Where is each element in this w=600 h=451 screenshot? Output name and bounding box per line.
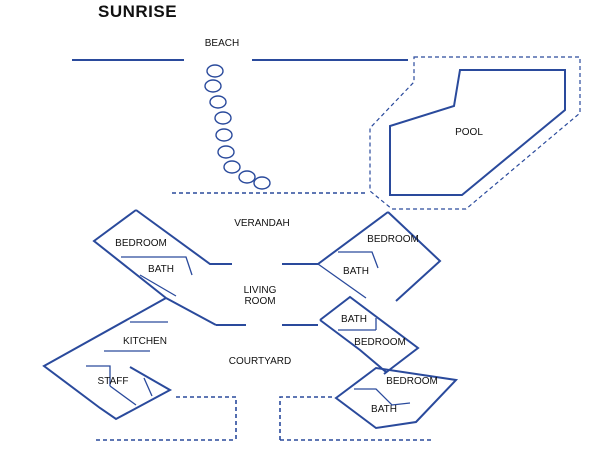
stepping-stone xyxy=(215,128,233,142)
stepping-stone xyxy=(217,145,235,159)
stepping-stone xyxy=(204,79,222,93)
bath-e-label: BATH xyxy=(341,314,367,325)
bedroom-nw-label: BEDROOM xyxy=(115,238,167,249)
kitchen-staff-walls xyxy=(86,321,168,406)
pool-label: POOL xyxy=(455,127,483,138)
w-wing-walls xyxy=(42,297,217,421)
stepping-stones xyxy=(204,64,271,190)
nw-wing-walls xyxy=(92,209,232,299)
living-room-label-line2: ROOM xyxy=(244,296,275,307)
living-room-label-line1: LIVING xyxy=(244,285,277,296)
bath-ne-label: BATH xyxy=(343,266,369,277)
kitchen-label: KITCHEN xyxy=(123,336,167,347)
beach-label: BEACH xyxy=(205,38,239,49)
stepping-stone xyxy=(214,111,232,125)
pool-deck-outline xyxy=(369,56,581,210)
verandah-label: VERANDAH xyxy=(234,218,290,229)
stepping-stone xyxy=(223,160,241,174)
stepping-stone xyxy=(209,95,227,109)
courtyard-label: COURTYARD xyxy=(229,356,291,367)
bedroom-ne-label: BEDROOM xyxy=(367,234,419,245)
bedroom-e-label: BEDROOM xyxy=(354,337,406,348)
e-wing-walls xyxy=(319,295,420,375)
stepping-stone xyxy=(238,170,256,184)
se-bath-walls xyxy=(354,388,411,406)
ne-wing-walls xyxy=(282,211,442,302)
pool-outline xyxy=(389,69,566,196)
courtyard-boundary xyxy=(96,396,432,441)
stepping-stone xyxy=(253,176,271,190)
bath-se-label: BATH xyxy=(371,404,397,415)
e-bath-walls xyxy=(338,318,377,331)
se-wing-walls xyxy=(334,366,459,430)
stepping-stone xyxy=(206,64,224,78)
staff-label: STAFF xyxy=(98,376,129,387)
bedroom-se-label: BEDROOM xyxy=(386,376,438,387)
bath-nw-label: BATH xyxy=(148,264,174,275)
nw-bath-walls xyxy=(121,256,193,297)
ne-bath-walls xyxy=(317,251,379,299)
plan-title: SUNRISE xyxy=(98,2,178,21)
